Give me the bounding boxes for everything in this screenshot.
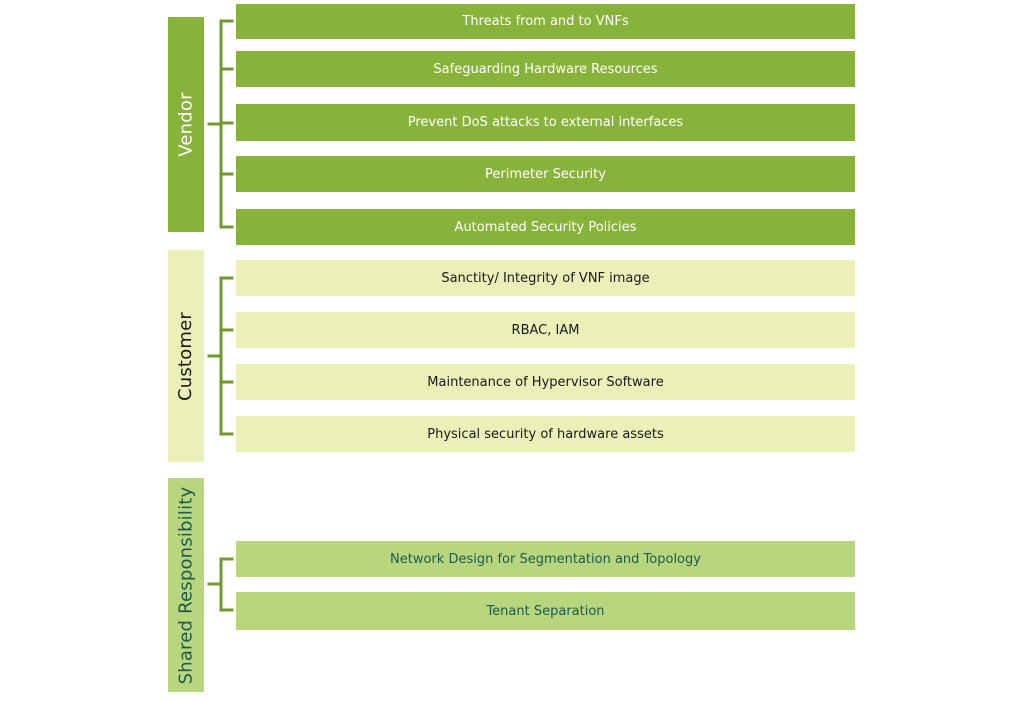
- vendor-item-text: Threats from and to VNFs: [462, 14, 629, 29]
- vendor-item: Threats from and to VNFs: [236, 4, 855, 39]
- vendor-item-text: Automated Security Policies: [454, 219, 637, 235]
- vendor-item-text: Safeguarding Hardware Resources: [433, 61, 658, 77]
- vendor-item-text: Perimeter Security: [485, 166, 606, 182]
- customer-bracket: [219, 276, 234, 436]
- customer-group-label: Customer: [168, 250, 204, 462]
- customer-item: Maintenance of Hypervisor Software: [236, 364, 855, 400]
- customer-item: Sanctity/ Integrity of VNF image: [236, 260, 855, 296]
- vendor-item-text: Prevent DoS attacks to external interfac…: [407, 115, 684, 130]
- customer-item: Physical security of hardware assets: [236, 416, 855, 452]
- customer-item-text: Maintenance of Hypervisor Software: [427, 374, 664, 390]
- customer-item: RBAC, IAM: [236, 312, 855, 348]
- shared-bracket: [219, 557, 234, 612]
- customer-item-text: RBAC, IAM: [511, 322, 580, 338]
- vendor-item: Automated Security Policies: [236, 209, 855, 245]
- shared-item-text: Network Design for Segmentation and Topo…: [390, 551, 701, 567]
- shared-item: Tenant Separation: [236, 592, 855, 630]
- vendor-item: Safeguarding Hardware Resources: [236, 51, 855, 87]
- shared-item-text: Tenant Separation: [486, 603, 605, 619]
- shared-responsibility-group-label: Shared Responsibility: [168, 478, 204, 692]
- customer-item-text: Sanctity/ Integrity of VNF image: [441, 270, 650, 286]
- vendor-group-label: Vendor: [168, 17, 204, 232]
- shared-item: Network Design for Segmentation and Topo…: [236, 541, 855, 577]
- customer-item-text: Physical security of hardware assets: [427, 426, 664, 442]
- vendor-item: Prevent DoS attacks to external interfac…: [236, 104, 855, 141]
- vendor-item: Perimeter Security: [236, 156, 855, 192]
